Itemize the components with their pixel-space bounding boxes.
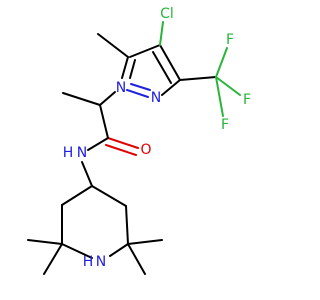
bond-c-f3 xyxy=(215,76,224,117)
bond-c6-me1 xyxy=(27,239,63,245)
molecule-structure-diagram: Cl N N F F F O N H N H xyxy=(27,6,251,275)
bond-c3-n2 xyxy=(161,79,181,96)
bond-n2-n1 xyxy=(126,89,149,98)
atom-piperidine-nitrogen: N xyxy=(96,254,106,270)
bond-pip-c3-c2 xyxy=(125,205,129,245)
atom-amide-hydrogen: H xyxy=(63,145,74,161)
bond-pip-c4-c3 xyxy=(91,185,127,207)
bond-c4-c3-double xyxy=(152,51,172,84)
atom-amide-nitrogen: N xyxy=(77,145,87,161)
bond-c-o xyxy=(107,137,139,149)
bond-n1-c5-double xyxy=(129,59,136,79)
bond-c3-cf3 xyxy=(179,76,217,81)
bond-carbonyl-nh xyxy=(87,137,109,151)
bond-c2-me1 xyxy=(127,239,163,245)
bond-n1-ca xyxy=(99,91,116,106)
bond-pip-c5-c4 xyxy=(61,185,93,206)
bond-ca-methyl xyxy=(62,92,101,106)
atom-fluorine-1: F xyxy=(226,32,234,48)
atom-piperidine-hydrogen: H xyxy=(83,254,94,270)
bond-c5-c4 xyxy=(129,44,161,58)
bond-pip-n-c6 xyxy=(61,243,93,259)
bond-c-f2 xyxy=(215,76,241,96)
bond-ca-carbonyl xyxy=(99,104,109,139)
atom-fluorine-2: F xyxy=(243,92,251,108)
atom-n2: N xyxy=(151,90,161,106)
bond-c4-cl xyxy=(159,21,164,46)
bond-c6-me2 xyxy=(43,243,63,275)
bond-n1-c5 xyxy=(121,56,129,79)
atom-fluorine-3: F xyxy=(221,117,229,133)
bond-c-o-double xyxy=(105,144,137,156)
atom-chlorine: Cl xyxy=(160,6,174,22)
atom-oxygen: O xyxy=(140,142,151,158)
bond-c5-methyl xyxy=(97,33,129,58)
atom-n1: N xyxy=(116,80,126,96)
bond-c-f1 xyxy=(215,47,228,78)
bond-nh-pipc4 xyxy=(81,161,93,187)
bond-pip-c2-n xyxy=(109,243,129,257)
bond-n2-n1-double xyxy=(130,83,151,91)
bond-c2-me2 xyxy=(127,243,146,275)
bond-c4-c3 xyxy=(159,44,181,81)
molecule-svg: Cl N N F F F O N H N H xyxy=(27,6,251,275)
